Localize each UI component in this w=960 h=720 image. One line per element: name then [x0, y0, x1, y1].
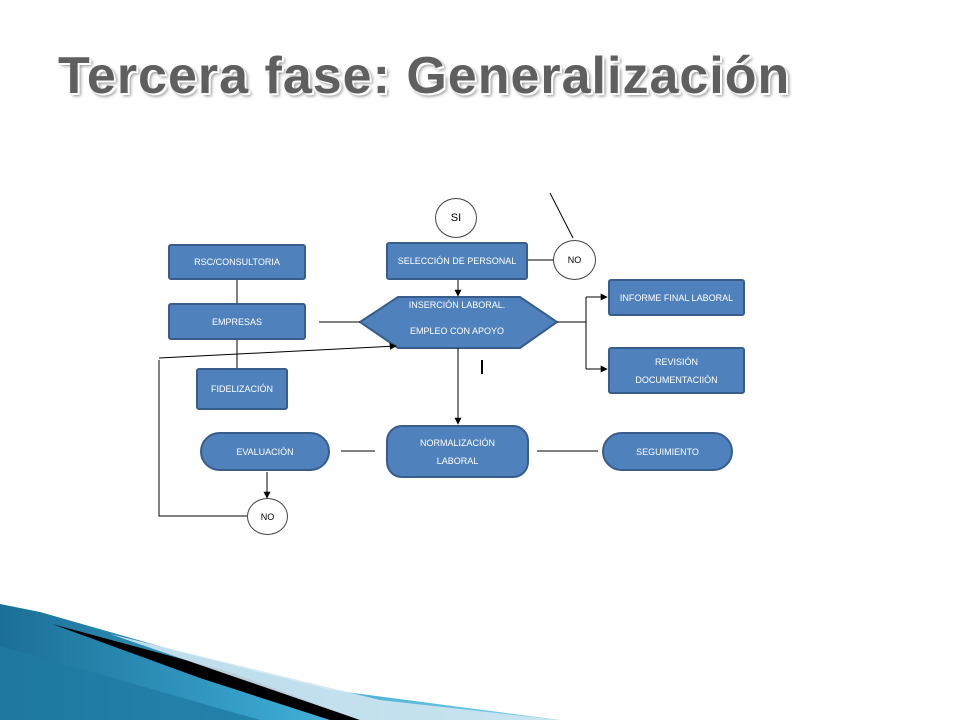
seleccion-personal-label: SELECCIÓN DE PERSONAL	[397, 256, 517, 266]
insercion-laboral-label-group: INSERCIÓN LABORAL. EMPLEO CON APOYO	[362, 298, 552, 338]
rsc-consultoria-label: RSC/CONSULTORIA	[194, 257, 280, 267]
si-connector-label: SI	[450, 212, 462, 224]
rsc-consultoria-box: RSC/CONSULTORIA	[168, 244, 306, 280]
normalizacion-laboral-box: NORMALIZACIÓN LABORAL	[386, 425, 529, 478]
seleccion-personal-box: SELECCIÓN DE PERSONAL	[386, 242, 528, 280]
insercion-laboral-label: INSERCIÓN LABORAL.	[408, 300, 506, 310]
empresas-label: EMPRESAS	[211, 316, 262, 327]
empleo-con-apoyo-label: EMPLEO CON APOYO	[409, 326, 505, 336]
fidelizacion-box: FIDELIZACIÓN	[196, 368, 288, 410]
revision-label-line1: REVISIÓN	[654, 356, 698, 367]
informe-final-laboral-box: INFORME FINAL LABORAL	[608, 279, 745, 316]
fidelizacion-label: FIDELIZACIÓN	[210, 384, 273, 394]
no-connector-right-label: NO	[567, 255, 582, 265]
si-connector: SI	[435, 198, 477, 238]
seguimiento-label: SEGUIMIENTO	[636, 446, 699, 457]
no-connector-bottom: NO	[247, 498, 288, 535]
evaluacion-box: EVALUACIÓN	[200, 432, 330, 471]
normalizacion-label-line2: LABORAL	[436, 455, 479, 466]
seguimiento-box: SEGUIMIENTO	[602, 432, 733, 471]
empresas-box: EMPRESAS	[168, 303, 306, 340]
revision-label-line2: DOCUMENTACIIÓN	[635, 374, 718, 385]
slide-title: Tercera fase: Generalización	[58, 47, 791, 105]
informe-final-laboral-label: INFORME FINAL LABORAL	[619, 292, 734, 303]
revision-documentacion-box: REVISIÓN DOCUMENTACIIÓN	[608, 347, 745, 394]
evaluacion-label: EVALUACIÓN	[236, 446, 294, 457]
no-connector-bottom-label: NO	[260, 511, 275, 522]
decorative-swoosh	[0, 604, 560, 720]
stray-mark	[481, 360, 483, 374]
no-connector-right: NO	[553, 240, 596, 280]
arrow-lines	[158, 280, 608, 499]
normalizacion-label-line1: NORMALIZACIÓN	[419, 437, 495, 448]
